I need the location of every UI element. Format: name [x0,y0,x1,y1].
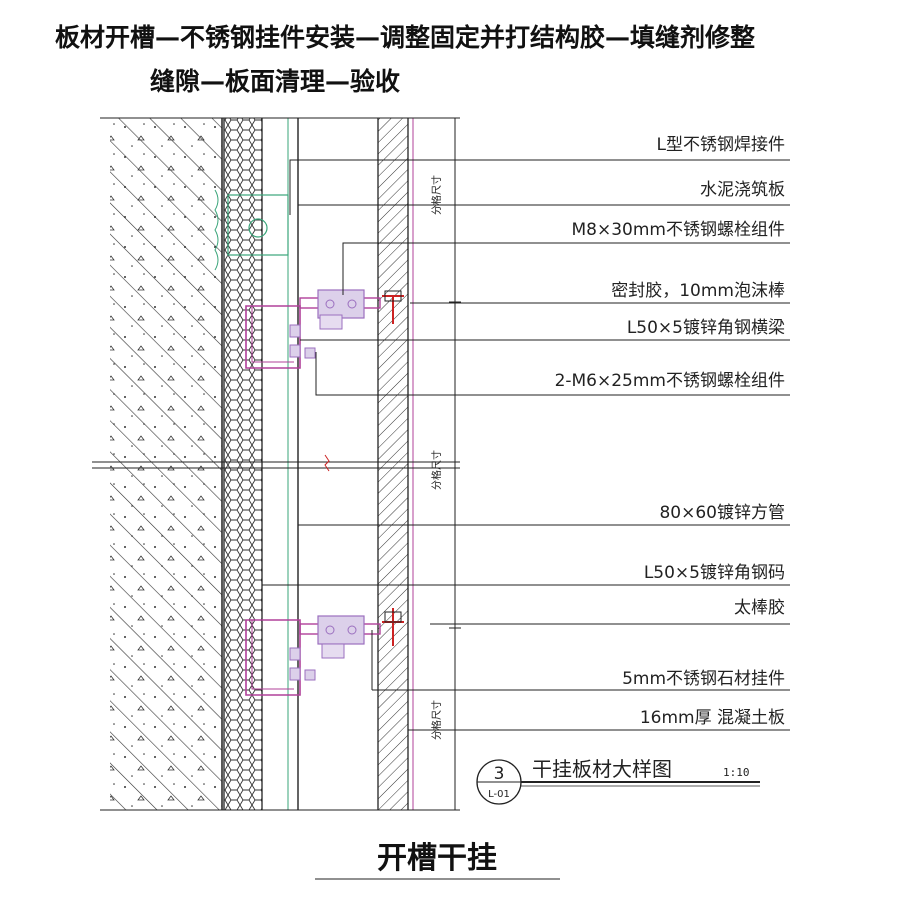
detail-number: 3 [494,764,505,784]
detail-scale: 1:10 [723,766,750,779]
header-line-2: 缝隙—板面清理—验收 [150,67,401,96]
callout-stone-hanger: 5mm不锈钢石材挂件 [622,669,785,689]
callout-sealant: 密封胶，10mm泡沫棒 [611,281,785,301]
callout-angle-beam: L50×5镀锌角钢横梁 [627,318,785,338]
insulation-layer [223,118,263,810]
lower-connection [245,608,404,696]
caption: 开槽干挂 [377,841,497,876]
square-tube [287,118,299,810]
dimension-label-3: 分格尺寸 [430,700,443,740]
callout-glue: 太棒胶 [734,598,785,618]
detail-sheet: L-01 [488,789,510,800]
dimension-line: 分格尺寸 分格尺寸 分格尺寸 [430,118,461,810]
callout-cement-board: 水泥浇筑板 [700,180,785,200]
callout-l-bracket: L型不锈钢焊接件 [657,135,785,155]
concrete-wall [110,118,223,810]
callout-labels: L型不锈钢焊接件 水泥浇筑板 M8×30mm不锈钢螺栓组件 密封胶，10mm泡沫… [555,135,785,728]
callout-angle-code: L50×5镀锌角钢码 [644,563,785,583]
callout-m8-bolt: M8×30mm不锈钢螺栓组件 [572,220,785,240]
callout-leaders [262,159,790,731]
dimension-label-1: 分格尺寸 [430,175,443,215]
callout-concrete-panel: 16mm厚 混凝土板 [640,708,785,728]
callout-m6-bolt: 2-M6×25mm不锈钢螺栓组件 [555,371,785,391]
upper-connection [214,189,404,369]
callout-square-tube: 80×60镀锌方管 [659,503,785,523]
detail-title: 干挂板材大样图 [532,757,672,781]
stone-panel [377,118,414,810]
detail-title-block: 3 L-01 干挂板材大样图 1:10 [476,757,760,805]
dimension-label-2: 分格尺寸 [430,450,443,490]
header-line-1: 板材开槽—不锈钢挂件安装—调整固定并打结构胶—填缝剂修整 [55,23,756,52]
